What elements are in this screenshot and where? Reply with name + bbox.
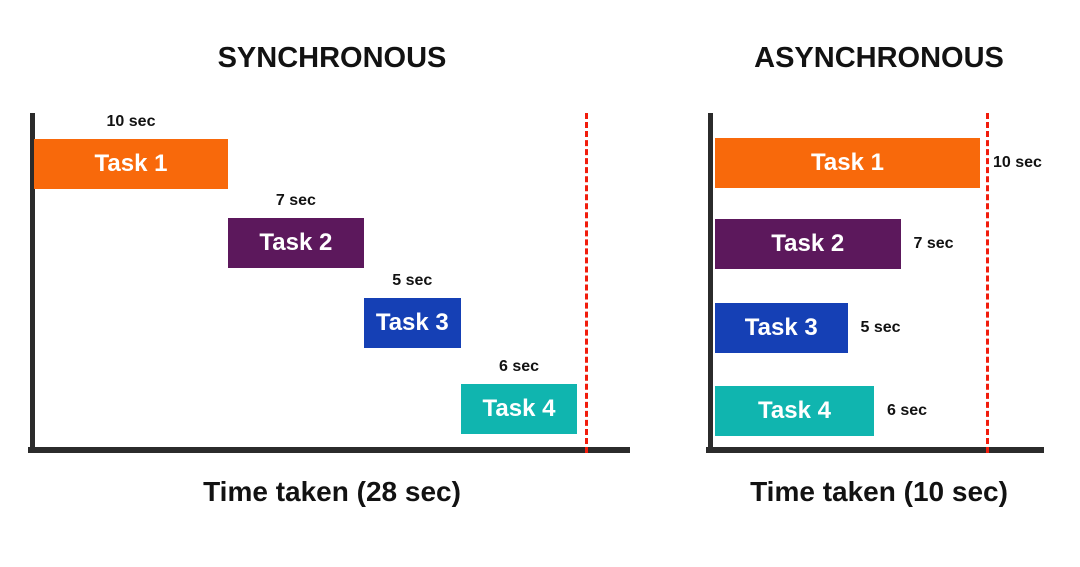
x-axis bbox=[28, 447, 630, 453]
task-bar-2: Task 2 bbox=[228, 218, 364, 268]
task-bar-label: Task 4 bbox=[758, 397, 831, 424]
deadline-dashed-line bbox=[585, 113, 589, 453]
asynchronous-title: ASYNCHRONOUS bbox=[754, 42, 1004, 74]
duration-label: 7 sec bbox=[275, 192, 316, 209]
duration-label: 5 sec bbox=[392, 272, 433, 289]
synchronous-title: SYNCHRONOUS bbox=[217, 42, 447, 74]
duration-label: 6 sec bbox=[887, 402, 928, 419]
task-bar-3: Task 3 bbox=[715, 303, 848, 353]
duration-label: 10 sec bbox=[106, 113, 156, 130]
task-bar-2: Task 2 bbox=[715, 219, 901, 269]
task-bar-label: Task 4 bbox=[482, 395, 556, 422]
task-bar-4: Task 4 bbox=[715, 386, 874, 436]
duration-label: 7 sec bbox=[913, 235, 954, 252]
duration-label: 10 sec bbox=[993, 154, 1042, 171]
y-axis bbox=[708, 113, 713, 453]
task-bar-label: Task 3 bbox=[744, 314, 818, 341]
task-bar-label: Task 1 bbox=[94, 150, 168, 177]
synchronous-time-caption: Time taken (28 sec) bbox=[203, 476, 461, 507]
task-bar-label: Task 2 bbox=[259, 229, 333, 256]
task-bar-label: Task 2 bbox=[771, 230, 845, 257]
duration-label: 5 sec bbox=[860, 319, 901, 336]
task-bar-label: Task 3 bbox=[375, 309, 449, 336]
duration-label: 6 sec bbox=[498, 358, 540, 375]
task-bar-3: Task 3 bbox=[363, 298, 461, 348]
task-bar-label: Task 1 bbox=[811, 149, 884, 176]
y-axis bbox=[30, 113, 35, 453]
asynchronous-time-caption: Time taken (10 sec) bbox=[750, 476, 1008, 507]
task-bar-4: Task 4 bbox=[460, 384, 578, 434]
task-bar-1: Task 1 bbox=[715, 138, 980, 188]
task-bar-1: Task 1 bbox=[34, 139, 228, 189]
deadline-dashed-line bbox=[986, 113, 989, 453]
x-axis bbox=[706, 447, 1044, 453]
